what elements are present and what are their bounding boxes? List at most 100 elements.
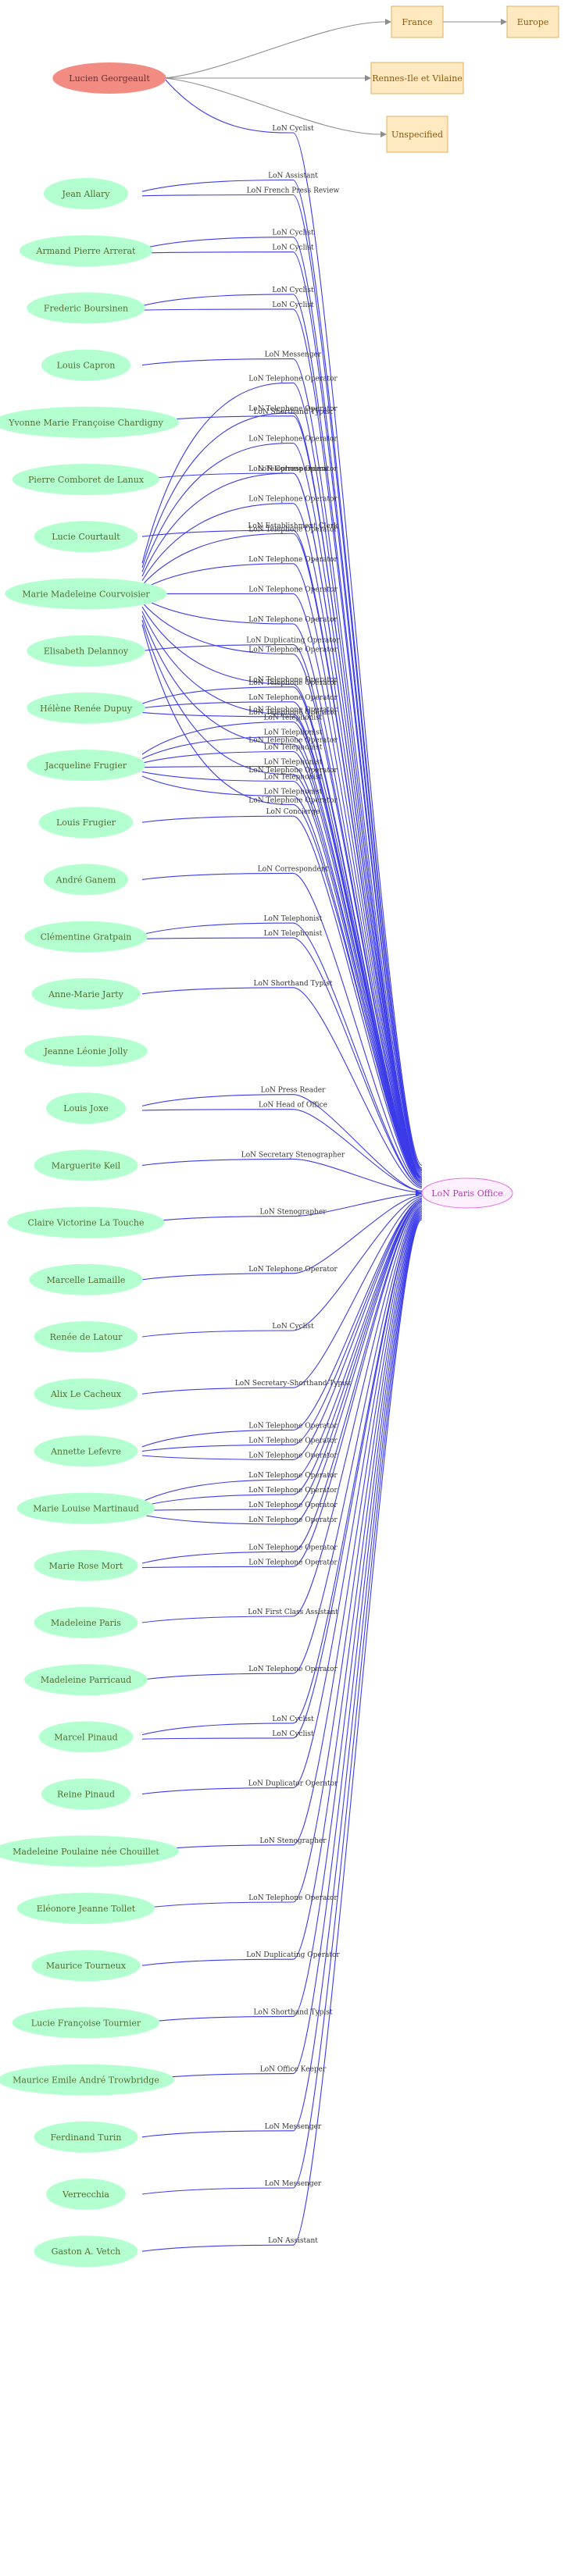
person-node-lucie-courtault[interactable]: Lucie Courtault	[34, 521, 138, 553]
person-node-annette-lefevre[interactable]: Annette Lefevre	[34, 1435, 138, 1467]
person-node-ferdinand-turin[interactable]: Ferdinand Turin	[34, 2121, 138, 2153]
node-label: Marie Rose Mort	[49, 1561, 123, 1571]
person-node-elisabeth-delannoy[interactable]: Elisabeth Delannoy	[27, 635, 145, 667]
role-edge	[163, 77, 423, 1166]
node-label: Marcel Pinaud	[54, 1732, 117, 1742]
node-label: Madeleine Poulaine née Chouillet	[13, 1847, 159, 1857]
node-label: Jacqueline Frugier	[45, 761, 127, 771]
location-node-rennes-ile-et-vilaine[interactable]: Rennes-Ile et Vilaine	[370, 62, 464, 94]
role-edge	[141, 765, 423, 1183]
node-label: Pierre Comboret de Lanux	[28, 475, 145, 485]
role-edge	[141, 563, 423, 1179]
person-node-madeleine-poulaine-nee-chouillet[interactable]: Madeleine Poulaine née Chouillet	[0, 1835, 180, 1867]
edge-label: LoN Telephone Operator	[248, 767, 338, 775]
node-label: Louis Frugier	[56, 818, 116, 828]
person-node-marie-rose-mort[interactable]: Marie Rose Mort	[34, 1549, 138, 1581]
role-edge	[141, 1206, 423, 1736]
edge-label: LoN Correspondent	[258, 465, 329, 473]
role-edge	[141, 597, 423, 1179]
arrowhead	[365, 75, 371, 81]
person-node-gaston-a-vetch[interactable]: Gaston A. Vetch	[34, 2236, 138, 2268]
node-label: Yvonne Marie Françoise Chardigny	[8, 418, 163, 428]
person-node-madeleine-parricaud[interactable]: Madeleine Parricaud	[24, 1664, 148, 1696]
node-label: Verrecchia	[62, 2189, 109, 2200]
location-node-unspecified[interactable]: Unspecified	[386, 116, 448, 153]
edge-label: LoN First Class Assistant	[248, 1609, 338, 1616]
person-node-alix-le-cacheux[interactable]: Alix Le Cacheux	[34, 1378, 138, 1410]
node-shape	[34, 1149, 138, 1181]
edge-label: LoN Secretary Stenographer	[241, 1151, 345, 1159]
edge-label: LoN Cyclist	[272, 230, 314, 237]
role-edge	[141, 644, 423, 1181]
person-node-lucien-georgeault[interactable]: Lucien Georgeault	[52, 62, 166, 94]
person-node-jeanne-leonie-jolly[interactable]: Jeanne Léonie Jolly	[24, 1035, 148, 1067]
person-node-marie-madeleine-courvoisier[interactable]: Marie Madeleine Courvoisier	[5, 578, 167, 610]
node-label: Anne-Marie Jarty	[48, 989, 124, 999]
location-edge	[163, 77, 381, 135]
person-node-marie-louise-martinaud[interactable]: Marie Louise Martinaud	[16, 1492, 155, 1524]
edge-label: LoN Telephone Operator	[248, 1487, 338, 1495]
person-node-reine-pinaud[interactable]: Reine Pinaud	[41, 1778, 131, 1810]
edge-label: LoN Telephonist	[264, 930, 323, 938]
node-shape	[7, 1206, 165, 1238]
person-node-louis-frugier[interactable]: Louis Frugier	[38, 807, 134, 839]
person-node-verrecchia[interactable]: Verrecchia	[46, 2179, 126, 2210]
edge-label: LoN Telephone Operator	[248, 436, 338, 444]
person-node-maurice-emile-andre-trowbridge[interactable]: Maurice Emile André Trowbridge	[0, 2064, 174, 2096]
edge-label: LoN Messenger	[265, 2180, 322, 2188]
person-node-claire-victorine-la-touche[interactable]: Claire Victorine La Touche	[7, 1206, 165, 1238]
edge-label: LoN Telephonist	[264, 744, 323, 752]
person-node-jean-allary[interactable]: Jean Allary	[43, 178, 129, 209]
person-node-clementine-gratpain[interactable]: Clémentine Gratpain	[24, 921, 148, 953]
person-node-jacqueline-frugier[interactable]: Jacqueline Frugier	[27, 750, 145, 781]
role-edge	[141, 721, 423, 1183]
person-node-eleonore-jeanne-tollet[interactable]: Eléonore Jeanne Tollet	[16, 1893, 155, 1924]
person-node-louis-joxe[interactable]: Louis Joxe	[46, 1092, 126, 1124]
person-node-helene-renee-dupuy[interactable]: Hélène Renée Dupuy	[27, 692, 145, 724]
person-node-andre-ganem[interactable]: André Ganem	[43, 864, 129, 896]
role-edge	[141, 1158, 423, 1193]
edge-label: LoN Cyclist	[272, 1716, 314, 1723]
person-node-yvonne-marie-francoise-chardigny[interactable]: Yvonne Marie Françoise Chardigny	[0, 406, 180, 438]
edge-label: LoN Correspondent	[258, 865, 329, 873]
person-node-louis-capron[interactable]: Louis Capron	[41, 349, 131, 381]
person-node-renee-de-latour[interactable]: Renée de Latour	[34, 1321, 138, 1352]
edge-label: LoN Establishment Clerk	[248, 522, 338, 530]
arrowhead	[380, 131, 387, 137]
edge-label: LoN Office Keeper	[260, 2066, 327, 2074]
office-node[interactable]: LoN Paris Office	[421, 1178, 513, 1209]
person-node-marcel-pinaud[interactable]: Marcel Pinaud	[38, 1721, 134, 1753]
person-node-marguerite-keil[interactable]: Marguerite Keil	[34, 1149, 138, 1181]
role-edge	[141, 472, 423, 1176]
edge-label: LoN Stenographer	[259, 1837, 327, 1845]
person-node-anne-marie-jarty[interactable]: Anne-Marie Jarty	[31, 978, 141, 1010]
person-node-maurice-tourneux[interactable]: Maurice Tourneux	[31, 1950, 141, 1982]
role-edge	[141, 1197, 423, 1395]
edge-label: LoN Shorthand Typist	[254, 2008, 333, 2016]
edge-label: LoN Telephone Operator	[248, 709, 338, 717]
person-node-armand-pierre-arrerat[interactable]: Armand Pierre Arrerat	[19, 235, 153, 267]
edge-label: LoN Messenger	[265, 351, 322, 359]
role-edge	[141, 1205, 423, 1680]
node-label: Lucie Françoise Tournier	[31, 2018, 141, 2028]
location-node-france[interactable]: France	[391, 5, 444, 38]
person-node-pierre-comboret-de-lanux[interactable]: Pierre Comboret de Lanux	[12, 464, 160, 495]
role-edge	[141, 1213, 423, 2023]
edge-layer	[141, 19, 507, 2252]
edge-label: LoN Telephone Operator	[248, 1666, 338, 1673]
node-label: Renée de Latour	[50, 1332, 123, 1342]
location-node-europe[interactable]: Europe	[506, 5, 559, 38]
node-label: Reine Pinaud	[57, 1790, 115, 1800]
person-node-marcelle-lamaille[interactable]: Marcelle Lamaille	[29, 1263, 143, 1295]
role-edge	[141, 987, 423, 1189]
role-edge	[141, 1217, 423, 2195]
node-shape	[27, 750, 145, 781]
person-node-frederic-boursinen[interactable]: Frederic Boursinen	[27, 292, 145, 324]
role-edge	[141, 1109, 423, 1192]
person-node-madeleine-paris[interactable]: Madeleine Paris	[34, 1607, 138, 1638]
edge-label: LoN Telephone Operator	[248, 1472, 338, 1480]
edge-label: LoN Telephone Operator	[248, 796, 338, 804]
role-edge	[141, 1202, 423, 1564]
role-edge	[141, 872, 423, 1186]
person-node-lucie-francoise-tournier[interactable]: Lucie Françoise Tournier	[12, 2007, 160, 2039]
